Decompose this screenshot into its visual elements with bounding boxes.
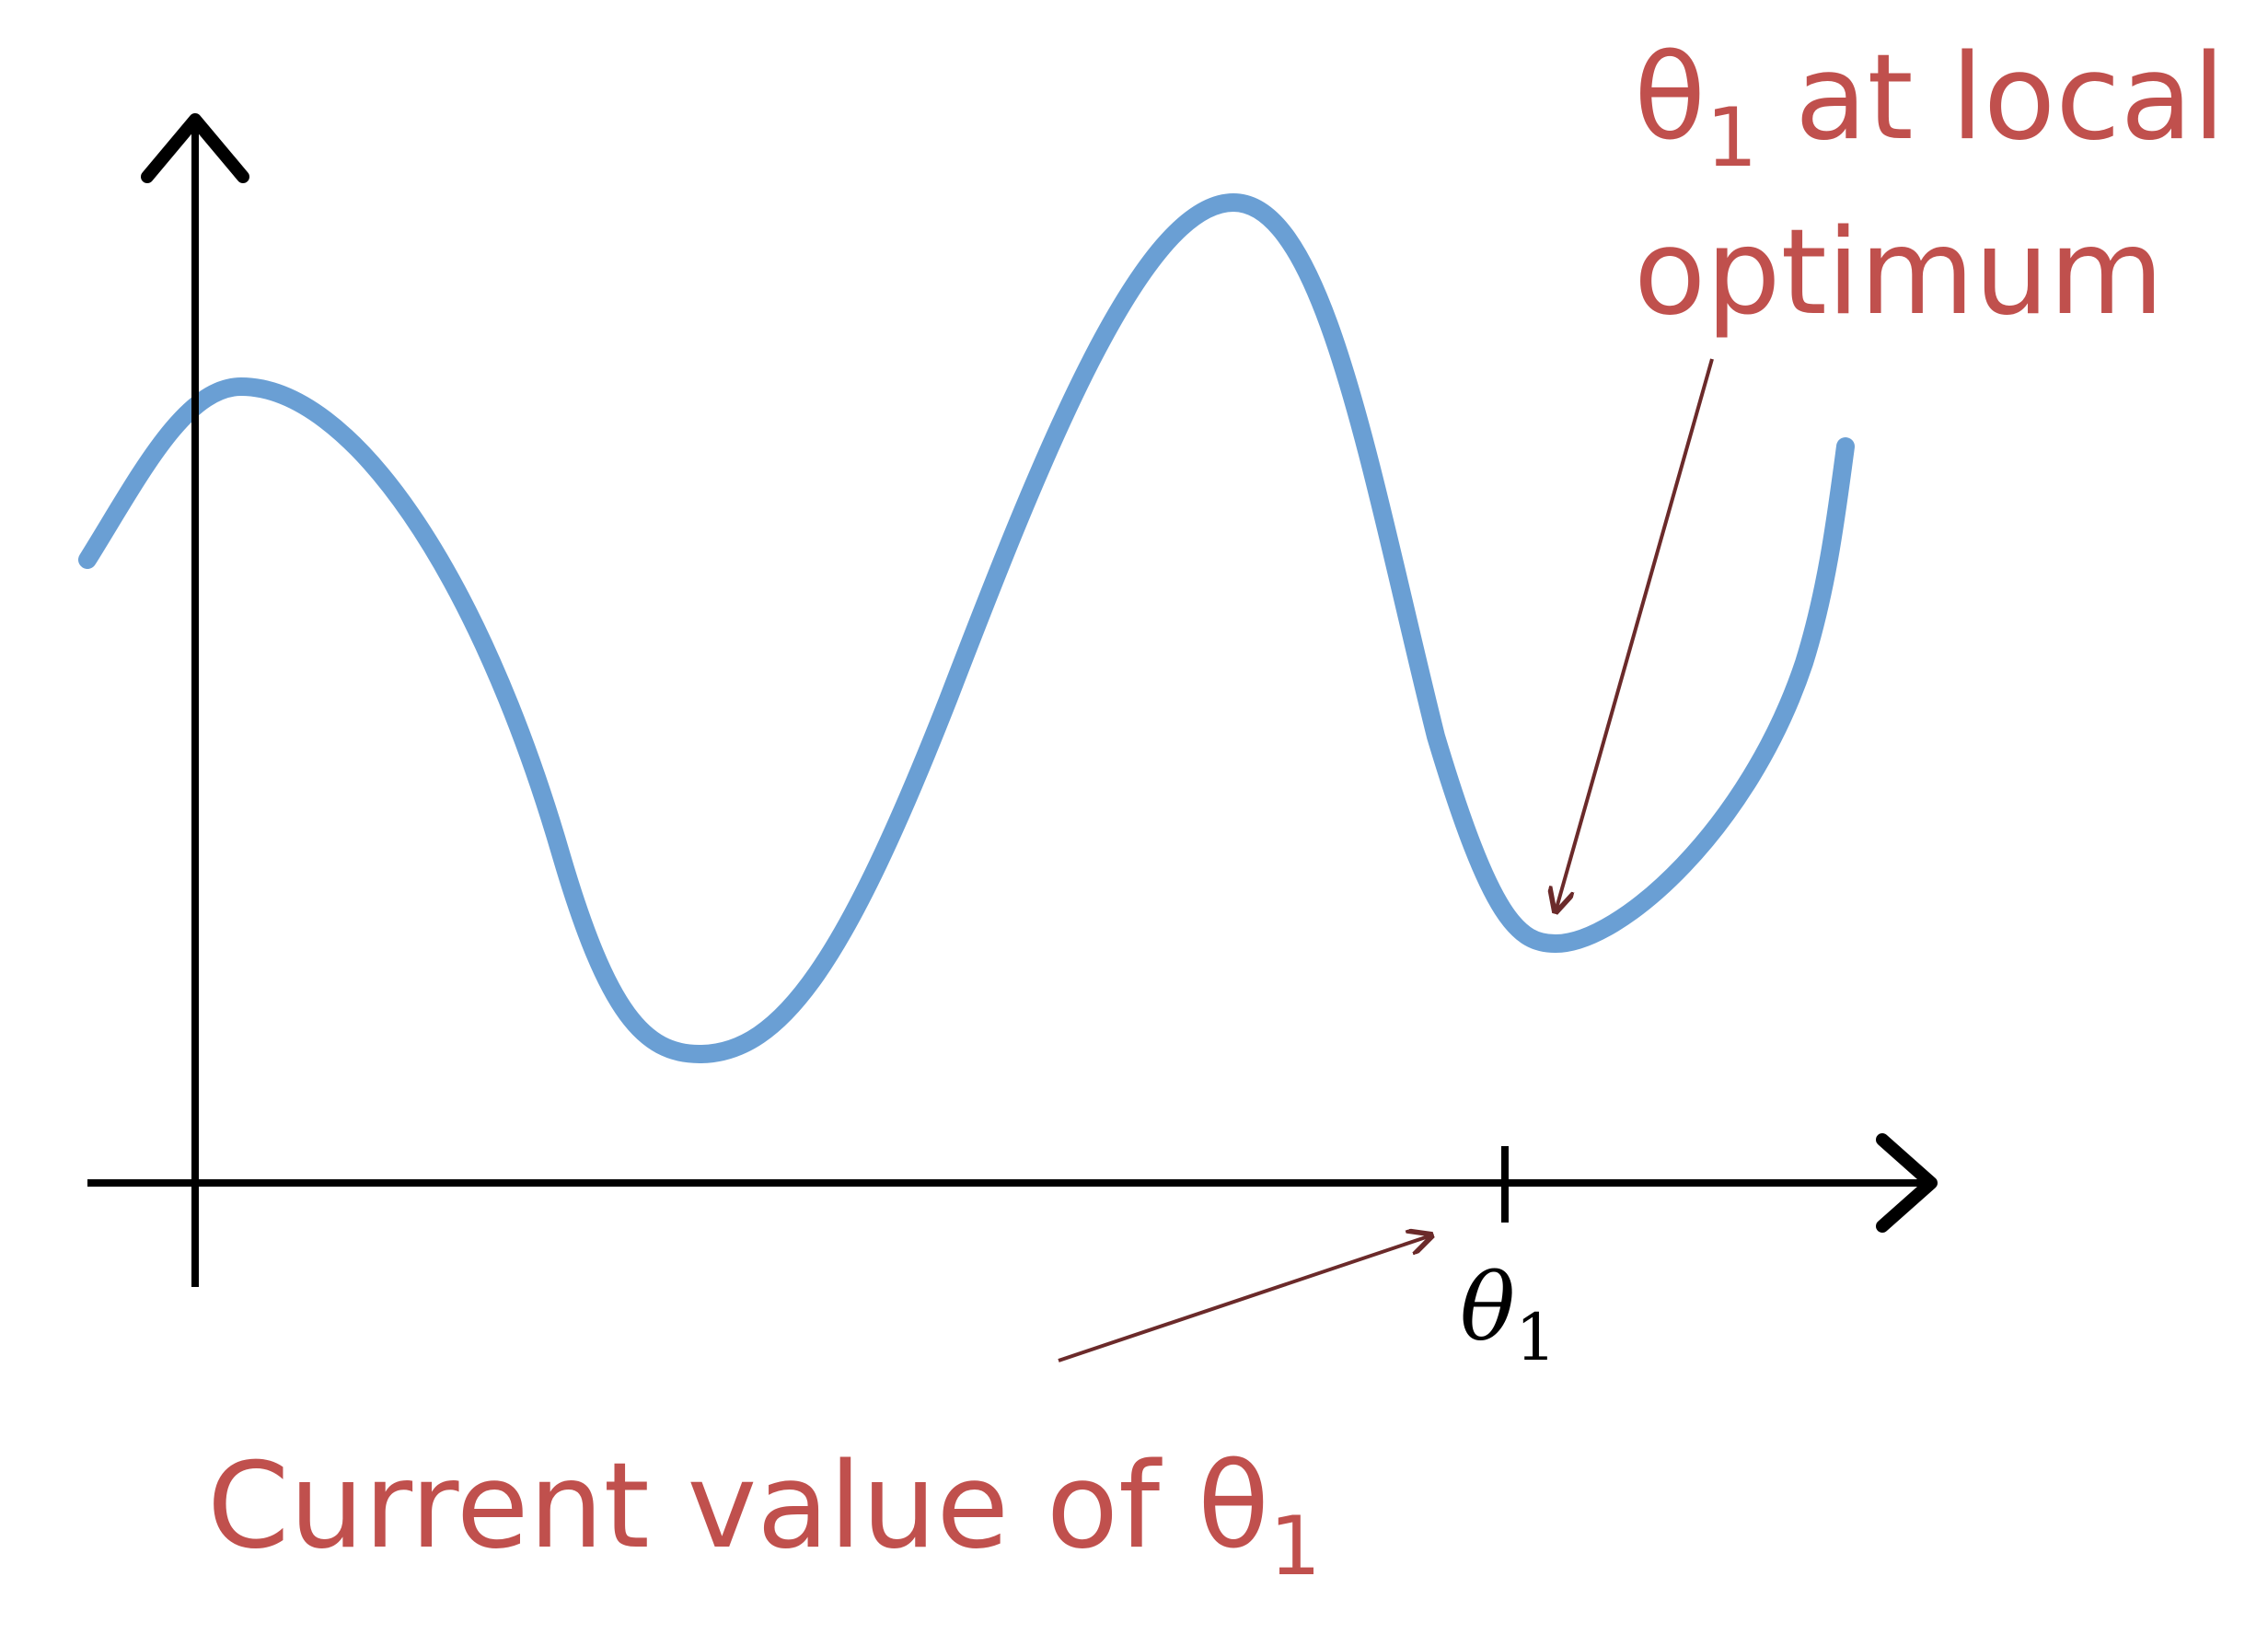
local-optimum-label-line2: optimum [1634,204,2164,342]
theta1-tick-label: θ1 [1460,1254,1556,1375]
cost-function-curve [78,193,1855,1063]
current-value-arrow [1058,1235,1431,1362]
current-value-label: Current value of θ1 [207,1438,1321,1594]
local-optimum-label-line1: θ1 at local [1634,29,2226,185]
x-axis-arrowhead [1876,1133,1938,1233]
local-optimum-arrow [1556,358,1714,911]
y-axis-arrowhead [141,113,249,183]
